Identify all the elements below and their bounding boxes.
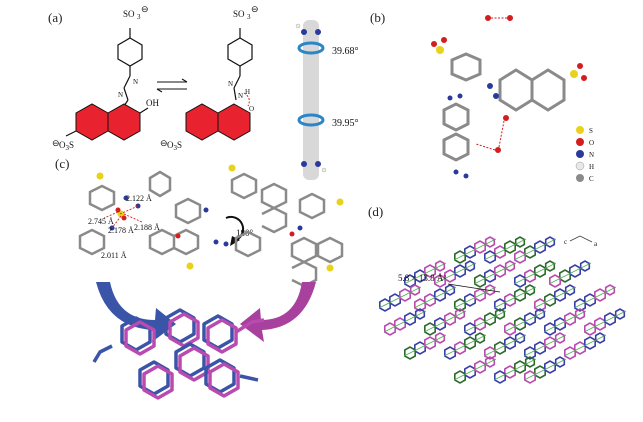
arrow-magenta [240, 282, 316, 342]
element-legend: S O N H C [575, 126, 594, 183]
lattice-molecule [473, 260, 517, 288]
legend-s: S [589, 127, 593, 135]
arrow-blue [96, 282, 176, 342]
legend-n-swatch [576, 150, 584, 158]
oh-label: OH [146, 98, 159, 108]
pore-size-label: 5.8 × 13.8 Å² [398, 273, 446, 283]
lattice-molecule [433, 260, 477, 288]
distance-1: 2.122 Å [126, 194, 152, 203]
legend-c: C [589, 175, 594, 183]
charge-top-right: ⊖ [251, 4, 259, 14]
c-hbonds [103, 205, 143, 229]
azo-form-naphthalene [75, 103, 141, 141]
panel-a-label: (a) [48, 10, 62, 25]
legend-c-swatch [576, 174, 584, 182]
hydrazone-form-naphthalene [185, 103, 251, 141]
legend-h: H [589, 163, 594, 171]
lattice-molecule [583, 308, 627, 336]
charge-top-left: ⊖ [141, 4, 149, 14]
lattice-molecule [453, 284, 497, 312]
lattice-molecule [513, 236, 557, 264]
so3-bottom-right: O3S [167, 140, 182, 152]
charge-bottom-right: ⊖ [160, 138, 168, 148]
lattice-molecule [453, 356, 497, 384]
lattice-molecule [503, 308, 547, 336]
c-s-atom-3 [186, 262, 194, 270]
hbond-dashed [243, 92, 250, 107]
distance-4: 2.188 Å [134, 223, 160, 232]
packing-lattice [378, 236, 627, 384]
model-backbone [303, 20, 319, 180]
legend-n: N [589, 151, 594, 159]
lattice-molecule [563, 332, 607, 360]
lattice-molecule [573, 284, 617, 312]
torsion-angle-top: 39.68° [332, 46, 359, 57]
oh-bond [139, 107, 149, 114]
hydrazone-n-1: N [228, 80, 233, 88]
azo-n-2: N [118, 91, 123, 99]
legend-o-swatch [576, 138, 584, 146]
azo-n-1: N [133, 78, 138, 86]
charge-bottom-left: ⊖ [52, 138, 60, 148]
torsion-ring-bottom [297, 113, 325, 127]
legend-h-swatch [575, 161, 585, 171]
hydrazone-nh: N [238, 92, 243, 100]
biphenyl-model [295, 20, 327, 180]
panel-c-label: (c) [55, 156, 69, 171]
azo-form-structure [117, 28, 143, 107]
lattice-molecule [548, 260, 592, 288]
axis-a-label: a [594, 240, 598, 248]
so3-sub-left: 3 [137, 13, 141, 21]
so3-top-left: SO [123, 9, 135, 19]
distance-3: 2.178 Å [108, 226, 134, 235]
lattice-molecule [513, 260, 557, 288]
lattice-molecule [413, 284, 457, 312]
crystal-structure-c-right [230, 172, 344, 288]
so3-sub-right: 3 [247, 13, 251, 21]
axis-indicator [569, 235, 593, 243]
crystal-structure-b [431, 15, 587, 179]
lattice-molecule [483, 236, 527, 264]
lattice-molecule [543, 308, 587, 336]
lattice-molecule [483, 332, 527, 360]
lattice-molecule [533, 284, 577, 312]
so3-bond-left [65, 130, 77, 137]
so3-bottom-left: O3S [59, 140, 74, 152]
pore-indicator-line [447, 283, 501, 293]
lattice-molecule [493, 284, 537, 312]
keto-o: O [249, 105, 254, 113]
lattice-molecule [423, 308, 467, 336]
hydrazone-form-structure [227, 28, 253, 101]
distance-5: 2.011 Å [101, 251, 127, 260]
lattice-molecule [403, 332, 447, 360]
lattice-molecule [493, 356, 537, 384]
legend-o: O [589, 139, 594, 147]
lattice-molecule [523, 332, 567, 360]
lattice-molecule [383, 308, 427, 336]
so3-top-right: SO [233, 9, 245, 19]
lattice-molecule [378, 284, 422, 312]
lattice-molecule [443, 332, 487, 360]
axis-c-label: c [564, 238, 567, 246]
panel-b-label: (b) [370, 10, 385, 25]
panel-d-label: (d) [368, 204, 383, 219]
distance-2: 2.745 Å [88, 217, 114, 226]
lattice-molecule [453, 236, 497, 264]
crystal-structure-c-left [78, 170, 202, 256]
overlay-stack [92, 308, 265, 400]
hydrazone-h: H [245, 88, 250, 96]
equilibrium-arrows [156, 78, 188, 93]
torsion-angle-bottom: 39.95° [332, 118, 359, 129]
lattice-molecule [463, 308, 507, 336]
torsion-ring-top [297, 41, 325, 55]
lattice-molecule [523, 356, 567, 384]
legend-s-swatch [576, 126, 584, 134]
c-s-atom-1 [96, 172, 104, 180]
